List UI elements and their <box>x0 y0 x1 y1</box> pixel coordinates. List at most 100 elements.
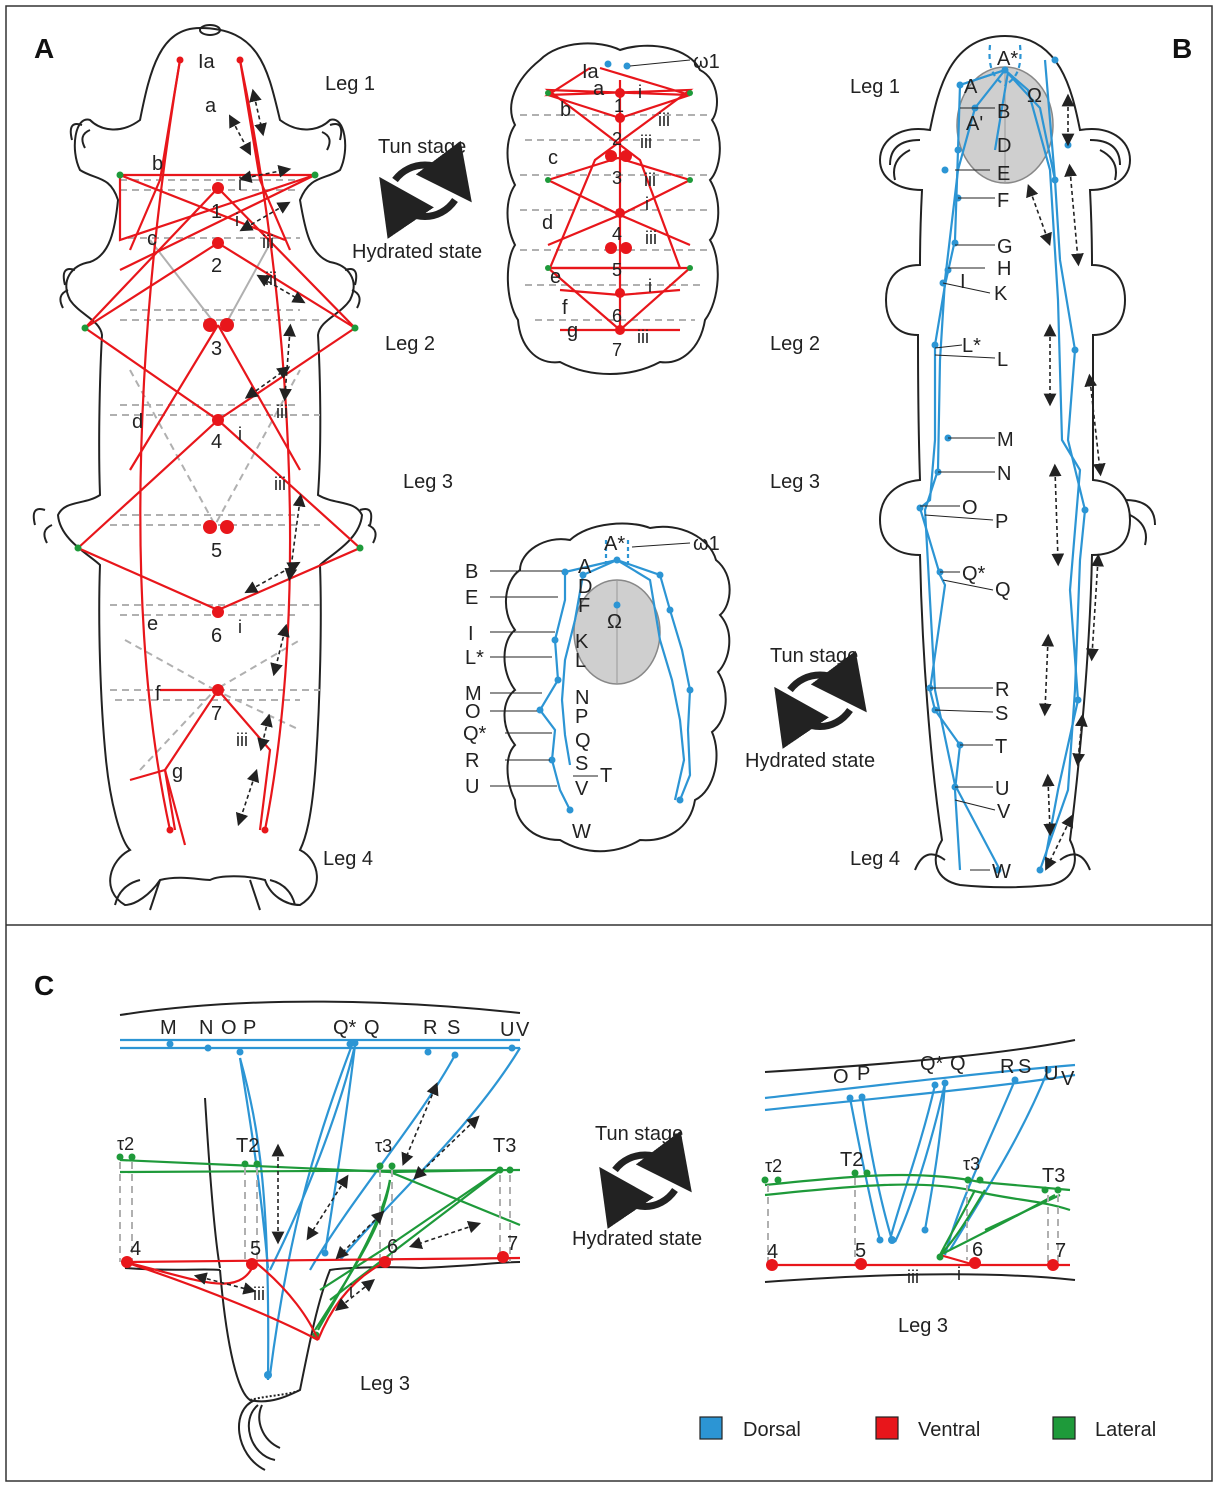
legend-label-ventral: Ventral <box>918 1419 980 1441</box>
c-label-U: U <box>500 1019 514 1041</box>
muscle-label-e: e <box>147 613 158 635</box>
roman-iii: iii <box>276 402 288 422</box>
legend-swatch-dorsal <box>700 1417 722 1439</box>
dorsal-label-Astar: A* <box>997 48 1018 70</box>
tun-roman-i: i <box>645 194 649 214</box>
cr-num-5: 5 <box>855 1240 866 1262</box>
dorsal-label-P: P <box>995 511 1008 533</box>
tun-stage-top: ω1 Ia a b c d e f g 1 2 3 4 5 6 7 i iii … <box>508 43 720 374</box>
transition-arrows-c: Tun stage Hydrated state <box>572 1123 702 1250</box>
cr-T2: T2 <box>840 1149 863 1171</box>
tun-roman-iii: iii <box>640 132 652 152</box>
node-label-2: 2 <box>211 255 222 277</box>
roman-i: i <box>238 617 242 637</box>
cr-num-6: 6 <box>972 1239 983 1261</box>
muscle-label-c: c <box>147 228 157 250</box>
tun-roman-i: i <box>638 82 642 102</box>
roman-iii: iii <box>236 730 248 750</box>
c-T2: T2 <box>236 1135 259 1157</box>
hydrated-state-label-3: Hydrated state <box>572 1228 702 1250</box>
tun-label-I: I <box>468 623 474 645</box>
tun-label-R: R <box>465 750 479 772</box>
c-label-Qstar: Q* <box>333 1017 357 1039</box>
tun-label-Q: Q <box>575 730 591 752</box>
dorsal-label-W: W <box>992 861 1011 883</box>
tun-node-4: 4 <box>612 224 622 244</box>
c-label-N: N <box>199 1017 213 1039</box>
cr-roman-iii: iii <box>907 1267 919 1287</box>
cr-num-4: 4 <box>767 1241 778 1263</box>
tun-label-b: b <box>560 99 571 121</box>
tun-roman-iii: iii <box>637 327 649 347</box>
dorsal-label-Lstar: L* <box>962 335 981 357</box>
tun-label-B: B <box>465 561 478 583</box>
c-roman-iii: iii <box>253 1284 265 1304</box>
c-label-Q: Q <box>364 1017 380 1039</box>
cr-label-S: S <box>1018 1056 1031 1078</box>
dorsal-label-F: F <box>997 190 1009 212</box>
cr-label-V: V <box>1061 1068 1075 1090</box>
panel-label-b: B <box>1172 33 1192 64</box>
roman-iii: iii <box>274 474 286 494</box>
tun-roman-iii: iii <box>645 228 657 248</box>
dorsal-label-V: V <box>997 801 1011 823</box>
c-label-M: M <box>160 1017 177 1039</box>
muscle-label-ia: Ia <box>198 51 216 73</box>
c-leg3-label: Leg 3 <box>360 1373 410 1395</box>
tun-dorsal-astar: A* <box>604 533 625 555</box>
tun-label-F: F <box>578 595 590 617</box>
dorsal-label-L: L <box>997 349 1008 371</box>
curved-arrow-icon <box>790 710 850 727</box>
dorsal-label-H: H <box>997 258 1011 280</box>
c-num-4: 4 <box>130 1238 141 1260</box>
tun-label-V: V <box>575 778 589 800</box>
omega-label: Ω <box>607 611 622 633</box>
tun-label-L: L <box>575 650 586 672</box>
dorsal-label-A: A <box>964 76 978 98</box>
dorsal-label-Aprime: A' <box>966 113 983 135</box>
curved-arrow-icon <box>615 1190 675 1207</box>
tun-roman-iii: iii <box>658 110 670 130</box>
panel-label-a: A <box>34 33 54 64</box>
dorsal-label-S: S <box>995 703 1008 725</box>
tun-label-W: W <box>572 821 591 843</box>
c-num-5: 5 <box>250 1238 261 1260</box>
cr-leg3-label: Leg 3 <box>898 1315 948 1337</box>
node-label-5: 5 <box>211 540 222 562</box>
cr-label-O: O <box>833 1066 849 1088</box>
dorsal-label-omega: Ω <box>1027 85 1042 107</box>
omega1-label-2: ω1 <box>693 533 720 555</box>
legend-swatch-lateral <box>1053 1417 1075 1439</box>
dorsal-label-O: O <box>962 497 978 519</box>
dorsal-label-D: D <box>997 135 1011 157</box>
tun-roman-i: i <box>648 276 652 296</box>
tun-label-A: A <box>578 556 592 578</box>
cr-label-Q: Q <box>950 1053 966 1075</box>
dorsal-label-M: M <box>997 429 1014 451</box>
dorsal-label-I: I <box>960 271 966 293</box>
dorsal-label-B: B <box>997 101 1010 123</box>
cr-label-P: P <box>857 1063 870 1085</box>
tun-label-P: P <box>575 706 588 728</box>
tun-label-E: E <box>465 587 478 609</box>
dorsal-label-G: G <box>997 236 1013 258</box>
cr-tau2: τ2 <box>765 1156 782 1176</box>
hydrated-state-label: Hydrated state <box>352 241 482 263</box>
transition-arrows-bottom: Tun stage Hydrated state <box>745 645 875 772</box>
roman-i: i <box>238 174 242 194</box>
leg2-label: Leg 2 <box>385 333 435 355</box>
panel-label-c: C <box>34 970 54 1001</box>
dorsal-label-Q: Q <box>995 579 1011 601</box>
dorsal-label-R: R <box>995 679 1009 701</box>
tun-node-5: 5 <box>612 260 622 280</box>
tun-label-f: f <box>562 297 568 319</box>
cr-num-7: 7 <box>1055 1240 1066 1262</box>
cr-roman-i: i <box>957 1264 961 1284</box>
tun-label-T: T <box>600 765 612 787</box>
legend-swatch-ventral <box>876 1417 898 1439</box>
dorsal-label-N: N <box>997 463 1011 485</box>
muscle-label-f: f <box>155 683 161 705</box>
curved-arrow-icon <box>395 200 455 217</box>
panel-a-body <box>34 25 376 910</box>
